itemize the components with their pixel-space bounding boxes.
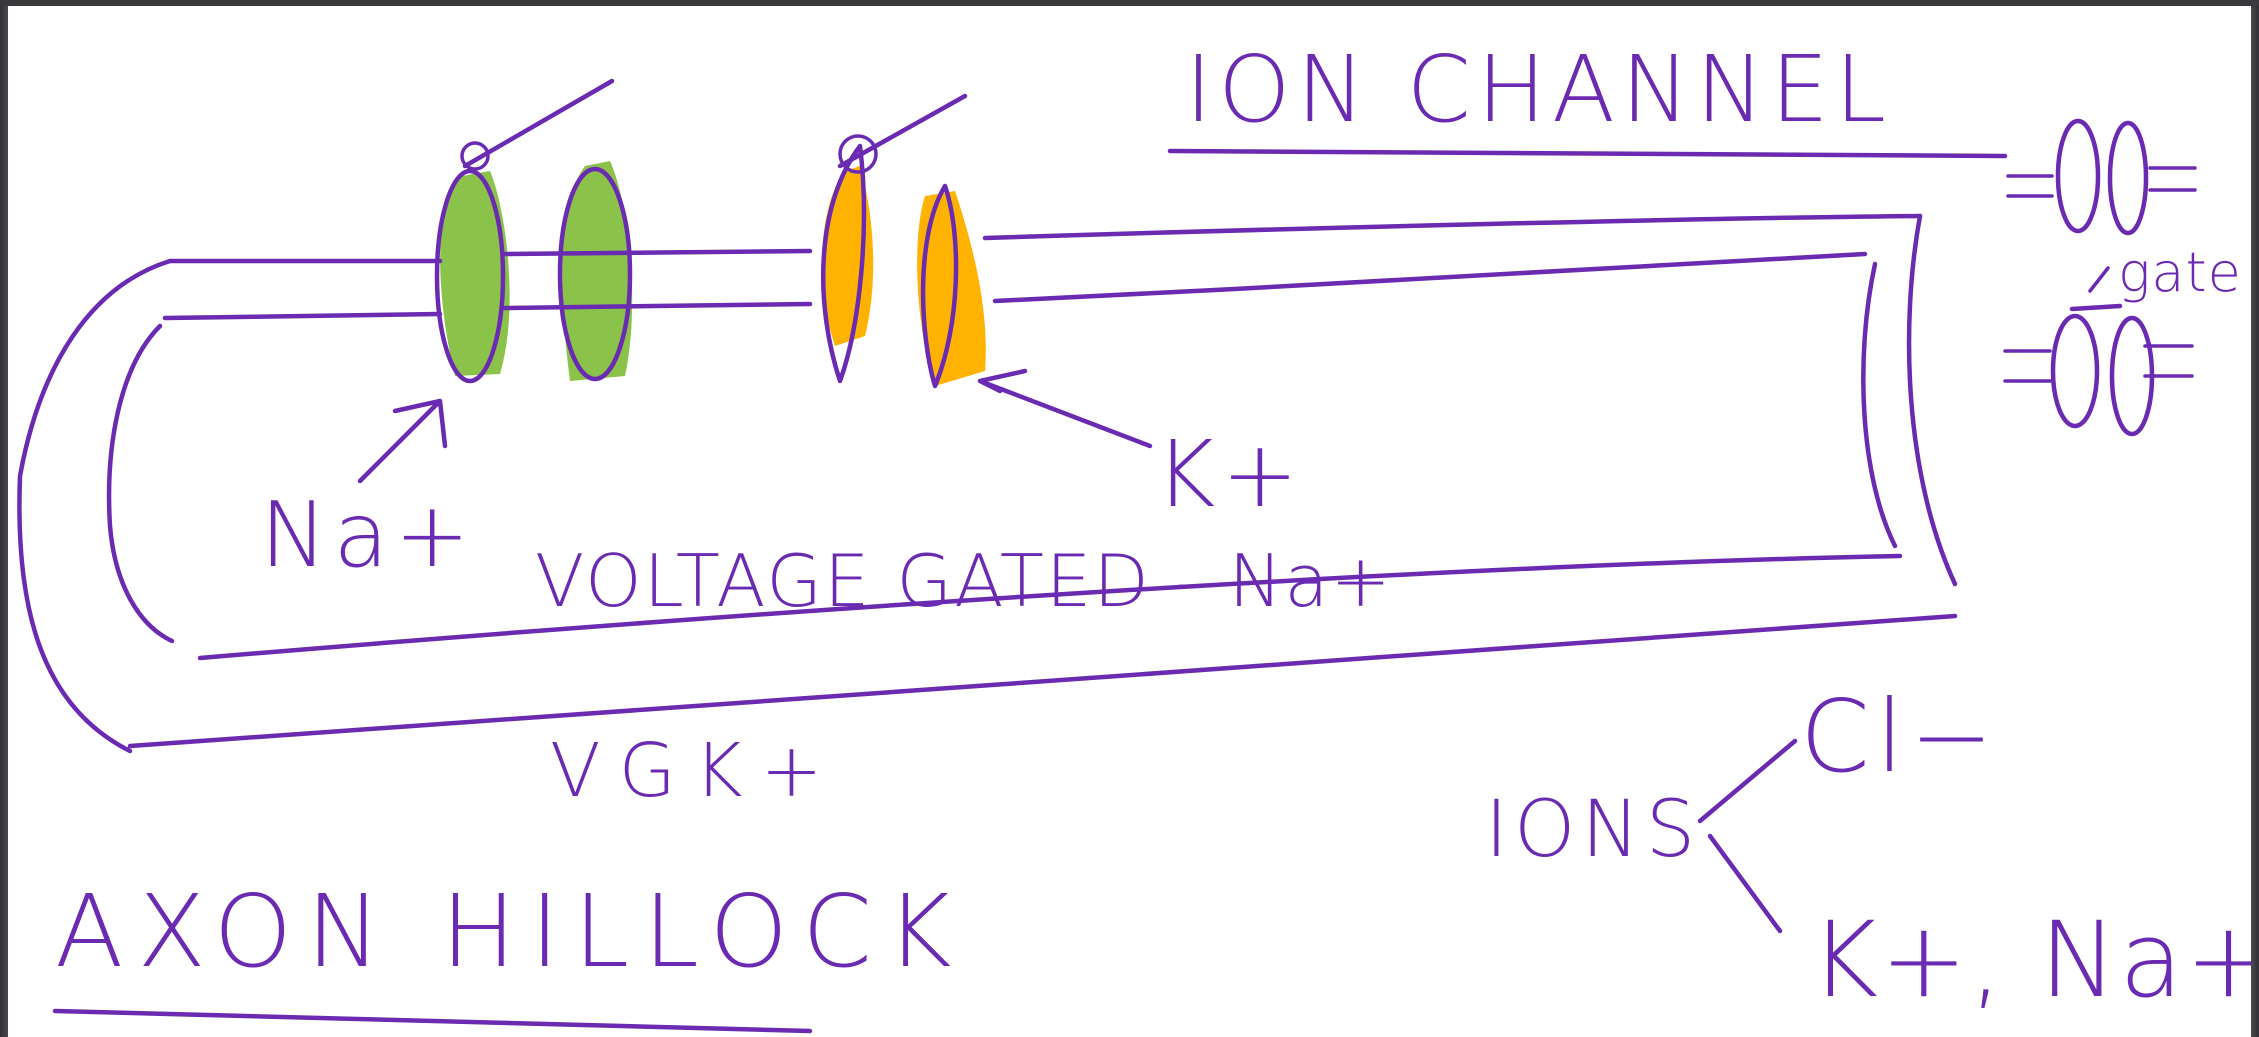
axon-hillock-underline: [52, 1008, 813, 1034]
open-channel-bars: [2003, 344, 2194, 383]
na-channel-fills: [440, 161, 633, 381]
axon-inner-top: [162, 311, 443, 321]
whiteboard-canvas: ION CHANNEL gate Na+ K+ VOLTAGE GATED - …: [0, 6, 2259, 1037]
voltage-gated-label: VOLTAGE GATED - Na+: [535, 539, 1393, 623]
na-plus-label: Na+: [260, 483, 476, 588]
na-channel-right-fill: [562, 161, 633, 381]
axon-inner-left: [106, 323, 175, 644]
gate-label: gate: [2118, 241, 2242, 304]
axon-hillock-label: AXON HILLOCK: [55, 873, 965, 990]
open-channel-right: [2109, 315, 2155, 437]
na-channel-outlines: [434, 78, 633, 384]
axon-membrane-mid-b: [502, 301, 813, 311]
na-gate-line: [462, 78, 615, 169]
axon-end-cap-outer: [1906, 213, 1958, 587]
open-gate-channel-icon: [2003, 266, 2194, 437]
diagram-svg: ION CHANNEL gate Na+ K+ VOLTAGE GATED - …: [17, 36, 2259, 1034]
k-channel-right-fill: [917, 191, 986, 386]
k-channel-left-outline: [820, 143, 867, 384]
axon-bottom-inner: [197, 553, 1903, 661]
closed-channel-bars: [2006, 166, 2197, 198]
ions-bracket-upper: [1697, 738, 1798, 824]
axon-bottom-outer: [127, 613, 1958, 749]
gate-bar: [2069, 303, 2123, 312]
axon-outer-left: [17, 258, 173, 754]
axon-top-right: [982, 213, 1923, 241]
k-channel-outlines: [820, 93, 968, 389]
k-gate-line: [837, 93, 968, 169]
k-channel-right-outline: [920, 183, 959, 389]
na-channel-left-outline: [434, 168, 506, 384]
open-channel-left: [2050, 313, 2100, 429]
na-channel-right-outline: [557, 166, 633, 382]
closed-channel-left: [2055, 118, 2101, 234]
ions-label: IONS: [1485, 785, 1701, 875]
ion-channel-underline: [1167, 148, 2008, 159]
k-na-label: K+, Na+: [1810, 899, 2259, 1021]
ions-bracket-lower: [1707, 833, 1783, 934]
k-arrow: [977, 368, 1153, 449]
ion-channel-title: ION CHANNEL: [1185, 36, 1892, 143]
na-channel-left-fill: [440, 171, 510, 376]
axon-outline: [17, 213, 1958, 754]
axon-inner-right: [992, 251, 1868, 304]
gate-pointer: [2088, 266, 2110, 293]
vgk-label: VGK+: [550, 728, 841, 814]
axon-end-cap-inner: [1861, 261, 1898, 549]
closed-channel-icon: [2006, 118, 2197, 236]
cl-minus-label: Cl−: [1800, 678, 1999, 795]
axon-membrane-mid-a: [502, 248, 813, 257]
na-arrow: [357, 398, 448, 484]
na-gate-knob: [460, 141, 490, 171]
k-plus-label: K+: [1155, 421, 1304, 528]
closed-channel-right: [2107, 120, 2149, 236]
k-gate-knob: [838, 134, 878, 174]
